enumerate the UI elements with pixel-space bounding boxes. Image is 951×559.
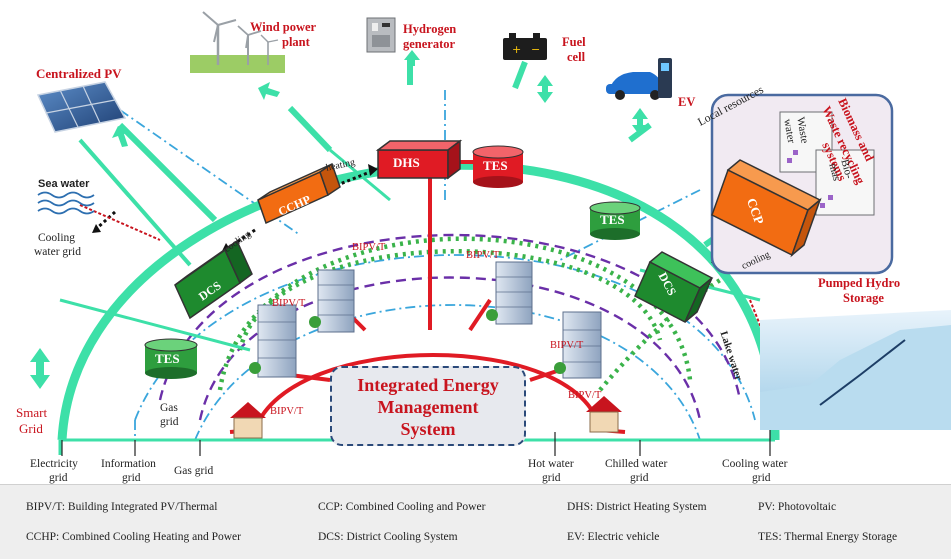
sea-water-label: Sea water <box>38 178 90 190</box>
legend-row-2: CCHP: Combined Cooling Heating and Power… <box>0 531 951 551</box>
cooling-water-grid-right-label-1: Cooling water <box>722 458 788 470</box>
svg-text:−: − <box>531 43 540 56</box>
sea-water-pipe <box>79 204 161 241</box>
information-grid-label-1: Information <box>101 458 156 470</box>
tes-left-label: TES <box>155 351 180 366</box>
bipvt-label: BIPV/T <box>272 298 306 309</box>
iems-title-line-3: System <box>400 419 456 439</box>
ev-label: EV <box>678 95 696 109</box>
hydrogen-generator-icon <box>366 17 396 53</box>
building-icon <box>249 261 602 379</box>
grid-drop-lines <box>61 430 771 456</box>
pumped-hydro-label-1: Pumped Hydro <box>818 276 901 290</box>
pumped-hydro-label-2: Storage <box>843 291 884 305</box>
energy-system-diagram: + − <box>16 11 951 484</box>
tes-top-label: TES <box>483 158 508 173</box>
chilled-water-grid-label-2: grid <box>630 472 649 484</box>
legend-ev: EV: Electric vehicle <box>567 531 660 543</box>
solar-panel-icon <box>36 81 127 133</box>
chilled-water-grid-label-1: Chilled water <box>605 458 668 470</box>
dhs-unit-label: DHS <box>393 155 420 170</box>
electricity-grid-label-1: Electricity <box>30 458 78 470</box>
tes-top-unit <box>472 145 524 188</box>
bipvt-label: BIPV/T <box>568 390 602 401</box>
legend-ccp: CCP: Combined Cooling and Power <box>318 501 486 513</box>
lake-water-pipe <box>749 299 791 401</box>
dhs-unit <box>375 139 463 180</box>
fuel-cell-icon: + − <box>503 33 547 60</box>
house-icon <box>230 396 622 439</box>
integrated-energy-management-system: Integrated Energy Management System <box>330 366 526 446</box>
wind-label-2: plant <box>282 35 310 49</box>
cooling-water-grid-left-label-2: water grid <box>34 246 81 258</box>
diagram-canvas: + − <box>30 11 951 456</box>
wind-turbine-icon <box>190 11 285 73</box>
ev-car-icon <box>606 58 672 100</box>
bipvt-label: BIPV/T <box>352 242 386 253</box>
cooling-water-grid-right-label-2: grid <box>752 472 771 484</box>
legend-row-1: BIPV/T: Building Integrated PV/Thermal C… <box>0 501 951 521</box>
bipvt-label: BIPV/T <box>550 340 584 351</box>
fuel-cell-label-2: cell <box>567 50 586 64</box>
dcs-left-unit <box>174 239 253 320</box>
bipvt-label: BIPV/T <box>466 250 500 261</box>
ccp-unit <box>711 159 822 258</box>
gas-network <box>158 233 742 421</box>
hydrogen-label-2: generator <box>403 37 456 51</box>
tes-right-unit <box>589 201 641 240</box>
gas-grid-inner-label-1: Gas <box>160 402 178 414</box>
gas-grid-label: Gas grid <box>174 465 214 477</box>
abbreviation-legend: BIPV/T: Building Integrated PV/Thermal C… <box>0 484 951 559</box>
bipvt-label: BIPV/T <box>270 406 304 417</box>
pumped-hydro-icon <box>760 310 951 430</box>
hot-water-grid-label-1: Hot water <box>528 458 574 470</box>
tes-left-unit <box>144 338 198 379</box>
sea-water-waves-icon <box>37 191 95 215</box>
centralized-pv-label: Centralized PV <box>36 66 122 81</box>
fuel-cell-label-1: Fuel <box>562 35 586 49</box>
legend-dhs: DHS: District Heating System <box>567 501 707 513</box>
cchp-unit <box>257 162 341 225</box>
iems-title-line-1: Integrated Energy <box>357 375 499 395</box>
wind-label-1: Wind power <box>250 20 317 34</box>
hydrogen-label-1: Hydrogen <box>403 22 457 36</box>
legend-pv: PV: Photovoltaic <box>758 501 837 513</box>
smart-grid-label-2: Grid <box>19 421 43 436</box>
electricity-grid-label-2: grid <box>49 472 68 484</box>
legend-dcs: DCS: District Cooling System <box>318 531 458 543</box>
legend-tes: TES: Thermal Energy Storage <box>758 531 898 543</box>
hot-water-grid-label-2: grid <box>542 472 561 484</box>
smart-grid-label-1: Smart <box>16 405 48 420</box>
dcs-right-unit <box>634 251 714 324</box>
iems-title-line-2: Management <box>377 397 479 417</box>
tes-right-label: TES <box>600 212 625 227</box>
legend-cchp: CCHP: Combined Cooling Heating and Power <box>26 531 241 543</box>
legend-bipvt: BIPV/T: Building Integrated PV/Thermal <box>26 501 218 513</box>
information-grid-label-2: grid <box>122 472 141 484</box>
cooling-water-grid-left-label-1: Cooling <box>38 232 76 244</box>
svg-text:+: + <box>512 43 521 56</box>
cooling-network <box>217 236 722 392</box>
gas-grid-inner-label-2: grid <box>160 416 179 428</box>
